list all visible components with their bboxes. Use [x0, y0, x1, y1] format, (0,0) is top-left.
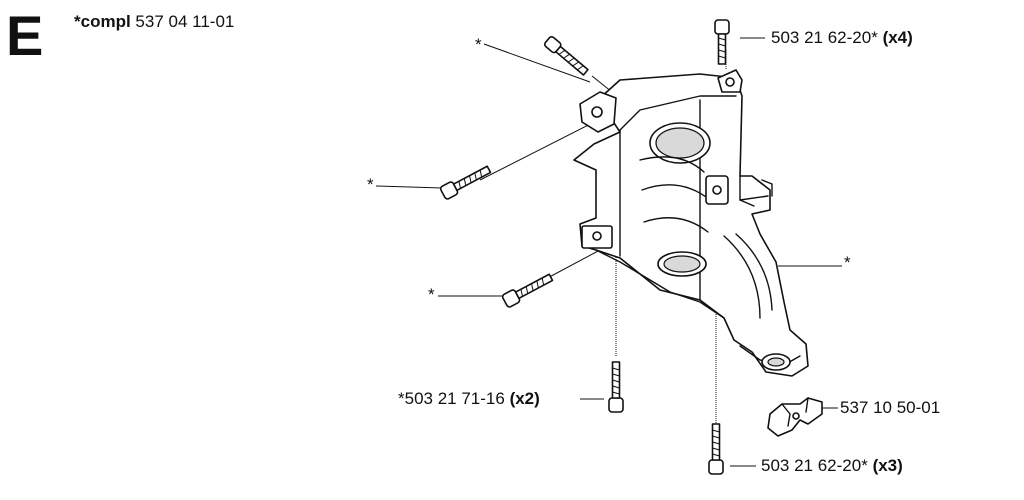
leader-top-left: [483, 43, 591, 83]
cylinder-housing: [573, 69, 809, 377]
screw-lower-left: [501, 273, 554, 308]
quantity: (x2): [509, 389, 540, 408]
quantity: (x4): [882, 28, 913, 47]
part-number: 537 10 50-01: [840, 398, 941, 417]
screw-bottom-left: [608, 361, 624, 413]
callout-clip: 537 10 50-01: [840, 398, 940, 418]
callout-screw-top-right: 503 21 62-20* (x4): [771, 28, 913, 48]
star-top-left: *: [475, 35, 482, 54]
part-number: 503 21 62-20*: [771, 28, 878, 47]
star-right: *: [844, 253, 851, 272]
assembly-number: 537 04 11-01: [135, 12, 235, 31]
section-letter: E: [6, 4, 44, 67]
screw-bottom-right: [708, 423, 724, 475]
screw-top-right: [714, 19, 730, 65]
leader-mid-left: [375, 185, 443, 189]
star-lower-left: *: [428, 285, 435, 304]
assembly-label: *compl 537 04 11-01: [74, 12, 234, 32]
callout-screw-bottom-right: 503 21 62-20* (x3): [761, 456, 903, 476]
screw-top-left: [543, 35, 589, 76]
clip-part: [767, 397, 823, 437]
part-number: 503 21 62-20*: [761, 456, 868, 475]
star-mid-left: *: [367, 175, 374, 194]
assembly-prefix: *compl: [74, 12, 131, 31]
screw-mid-left: [439, 165, 492, 200]
quantity: (x3): [872, 456, 903, 475]
part-number: *503 21 71-16: [398, 389, 505, 408]
callout-screw-bottom-left: *503 21 71-16 (x2): [398, 389, 540, 409]
